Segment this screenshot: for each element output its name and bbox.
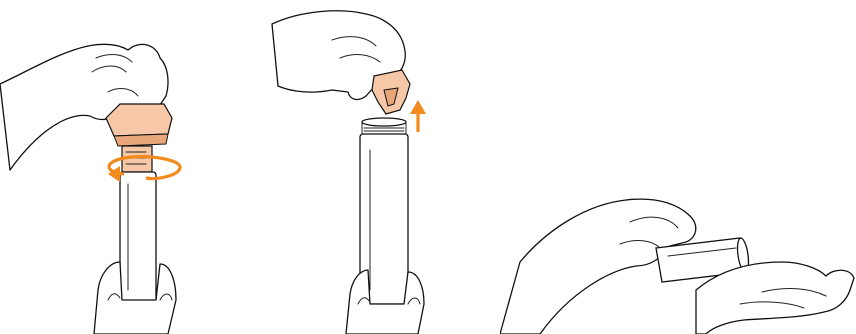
step-1-svg: [0, 0, 286, 334]
vial: [120, 172, 156, 302]
step-3-pour-pellet-illustration: [500, 0, 856, 334]
step-2-svg: [262, 0, 482, 334]
step-1-twist-cap-illustration: [0, 0, 286, 334]
cap: [372, 70, 410, 114]
step-3-svg: [500, 0, 856, 334]
step-2-lift-cap-illustration: [262, 0, 482, 334]
up-arrow-icon: [410, 100, 426, 132]
